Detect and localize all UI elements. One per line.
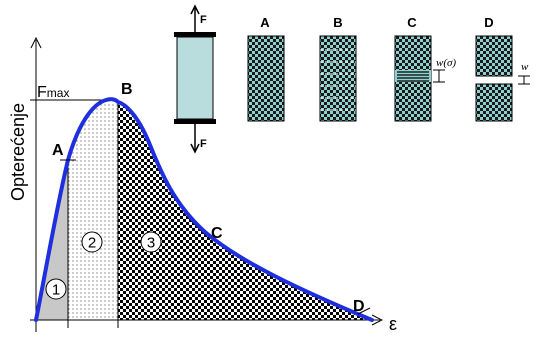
zone-1-marker: 1: [45, 278, 67, 300]
x-axis-label: ε: [389, 314, 397, 334]
crack-width-label-d: w: [521, 61, 529, 73]
stage-label-a: A: [260, 15, 270, 30]
load-curve: [34, 97, 374, 322]
stage-d-specimen: [475, 35, 530, 122]
stage-label-b: B: [333, 15, 342, 30]
x-axis-arrow: [371, 314, 384, 326]
zone-2-area: [68, 99, 118, 320]
zone-3-area: [118, 102, 372, 320]
stage-b-specimen: [319, 35, 357, 122]
stage-c-specimen: [394, 35, 445, 122]
force-label-bottom: F: [200, 138, 207, 150]
zone-2-marker: 2: [81, 231, 103, 253]
force-label-top: F: [200, 14, 207, 26]
loaded-specimen: F F: [174, 4, 216, 154]
crack-width-label-c: w(σ): [436, 57, 456, 69]
stage-label-c: C: [407, 15, 417, 30]
fmax-label: Fmax: [37, 84, 69, 101]
svg-text:2: 2: [88, 235, 96, 252]
point-d-marker: [357, 307, 371, 315]
zone-3-marker: 3: [140, 231, 162, 253]
stage-label-d: D: [484, 15, 493, 30]
point-label-d: D: [353, 298, 365, 315]
svg-text:3: 3: [147, 235, 155, 252]
y-axis-arrow: [30, 36, 42, 49]
point-label-a: A: [52, 142, 64, 159]
stage-a-specimen: [247, 35, 285, 122]
point-label-c: C: [211, 225, 223, 242]
y-axis-label: Opterećenje: [8, 103, 28, 201]
svg-text:1: 1: [52, 282, 60, 299]
point-label-b: B: [121, 81, 133, 98]
